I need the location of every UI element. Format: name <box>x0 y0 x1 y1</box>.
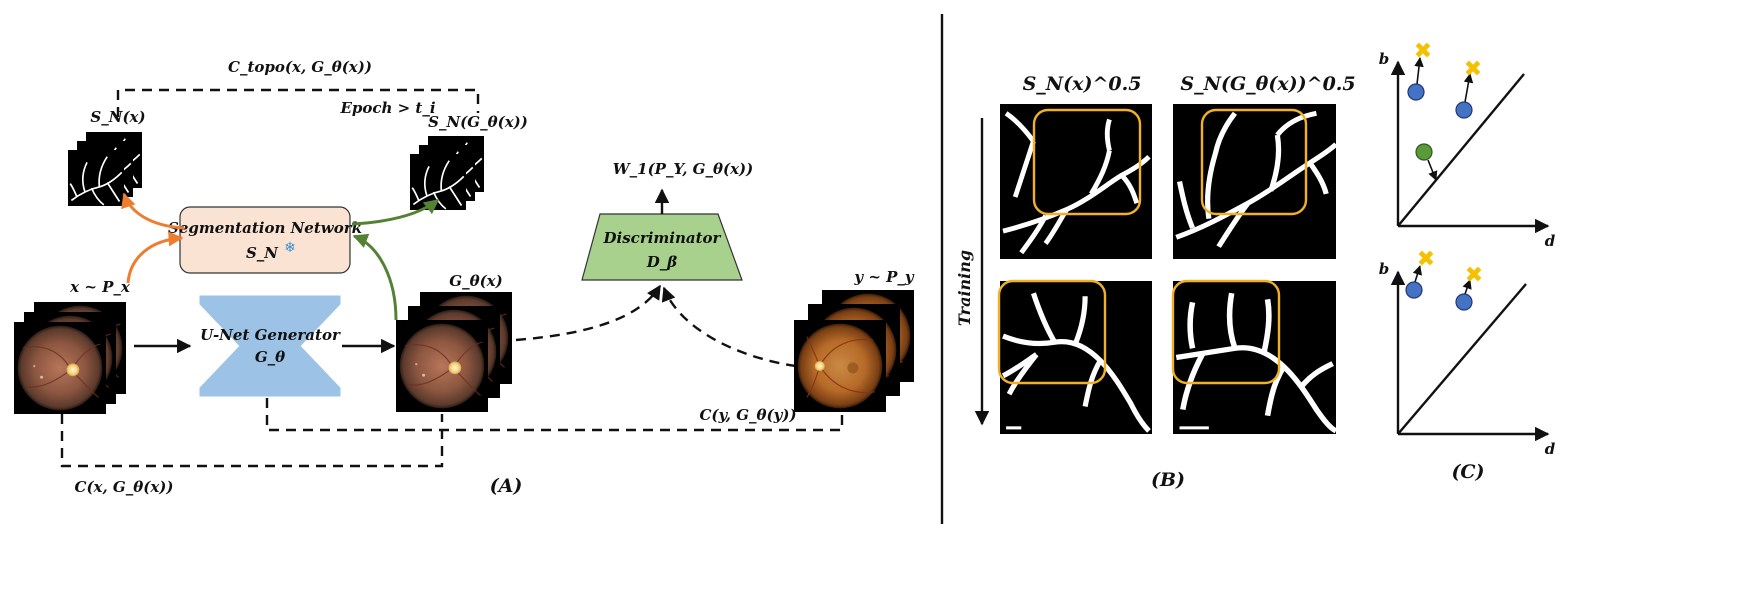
cross-icon: ✖ <box>1414 39 1432 64</box>
generator-symbol: G_θ <box>255 348 285 366</box>
unet-generator: U-Net Generator G_θ <box>199 295 341 397</box>
green-arrow-to-sn-gx <box>351 198 440 226</box>
orange-arrow-to-segnet <box>126 231 184 284</box>
point-arrow <box>1463 73 1474 103</box>
highlight-box <box>1032 108 1142 216</box>
segmentation-title: Segmentation Network <box>168 219 362 237</box>
cross-icon: ✖ <box>1417 247 1435 272</box>
cycle-y-bracket <box>265 398 844 432</box>
highlight-box <box>1200 108 1308 216</box>
persistence-point <box>1405 281 1423 299</box>
highlight-box <box>1171 279 1281 385</box>
cycle-x-label: C(x, G_θ(x)) <box>75 478 174 496</box>
mask-row2-col1 <box>999 281 1152 434</box>
panel-a: C_topo(x, G_θ(x)) Epoch > t_i S_N(x) S_N… <box>13 58 915 497</box>
cycle-y-label: C(y, G_θ(y)) <box>699 406 796 424</box>
col2-header: S_N(G_θ(x))^0.5 <box>1180 73 1355 95</box>
persistence-point <box>1455 293 1473 311</box>
diagonal-line <box>1397 73 1525 227</box>
discriminator-symbol: D_β <box>646 253 678 271</box>
diagonal-line <box>1397 283 1527 435</box>
topo-loss-label: C_topo(x, G_θ(x)) <box>228 58 372 76</box>
mask-row2-col2 <box>1173 281 1336 434</box>
cross-icon: ✖ <box>1465 263 1483 288</box>
panel-b-label: (B) <box>1151 469 1185 491</box>
point-arrow <box>1412 265 1423 283</box>
discriminator-box: Discriminator D_β <box>581 213 743 281</box>
input-fundus-stack <box>13 301 127 415</box>
generator-title: U-Net Generator <box>200 326 341 344</box>
segmentation-network-box: Segmentation Network S_N ❄ <box>168 206 362 274</box>
mask-row1-col2 <box>1173 104 1336 259</box>
snowflake-icon: ❄ <box>284 240 296 256</box>
persistence-diagram-bottom: b d ✖ ✖ <box>1379 247 1556 458</box>
persistence-diagram-top: b d ✖ ✖ <box>1379 39 1556 250</box>
point-arrow <box>1427 159 1438 181</box>
wasserstein-label: W_1(P_Y, G_θ(x)) <box>613 160 753 178</box>
segmentation-symbol: S_N <box>246 244 279 262</box>
discriminator-title: Discriminator <box>603 229 722 247</box>
topo-loss-bracket <box>116 88 480 117</box>
axis-b-label: b <box>1379 260 1390 278</box>
green-arrow-to-segnet <box>352 233 398 321</box>
persistence-point <box>1455 101 1473 119</box>
col1-header: S_N(x)^0.5 <box>1023 73 1142 95</box>
dashed-arrow-y-to-disc <box>661 286 797 368</box>
generated-fundus-stack <box>395 291 513 413</box>
sn-x-label: S_N(x) <box>90 108 145 126</box>
panel-a-label: (A) <box>490 475 523 497</box>
dashed-arrow-gx-to-disc <box>515 284 662 342</box>
cycle-x-bracket <box>60 414 444 468</box>
persistence-point <box>1407 83 1425 101</box>
mask-row1-col1 <box>1000 104 1152 259</box>
panel-c-label: (C) <box>1451 461 1484 483</box>
sn-gx-mask-stack <box>409 135 485 211</box>
panel-b: S_N(x)^0.5 S_N(G_θ(x))^0.5 Training (B) <box>955 73 1356 491</box>
point-arrow <box>1414 57 1424 85</box>
panel-c: b d ✖ ✖ b d ✖ ✖ (C) <box>1379 39 1556 483</box>
target-fundus-stack <box>793 289 915 413</box>
cross-icon: ✖ <box>1464 57 1482 82</box>
sn-gx-label: S_N(G_θ(x)) <box>428 113 528 131</box>
orange-arrow-to-sn-x <box>121 192 185 230</box>
axis-b-label: b <box>1379 50 1390 68</box>
y-dist-label: y ~ P_y <box>853 268 915 286</box>
point-arrow <box>1462 279 1472 295</box>
x-dist-label: x ~ P_x <box>69 278 131 296</box>
axis-d-label: d <box>1545 232 1556 250</box>
sn-x-mask-stack <box>67 131 143 207</box>
highlight-box <box>997 279 1107 385</box>
persistence-point <box>1415 143 1433 161</box>
training-label: Training <box>955 250 974 326</box>
epoch-condition-label: Epoch > t_i <box>339 99 435 117</box>
axis-d-label: d <box>1545 440 1556 458</box>
gx-label: G_θ(x) <box>449 272 502 290</box>
